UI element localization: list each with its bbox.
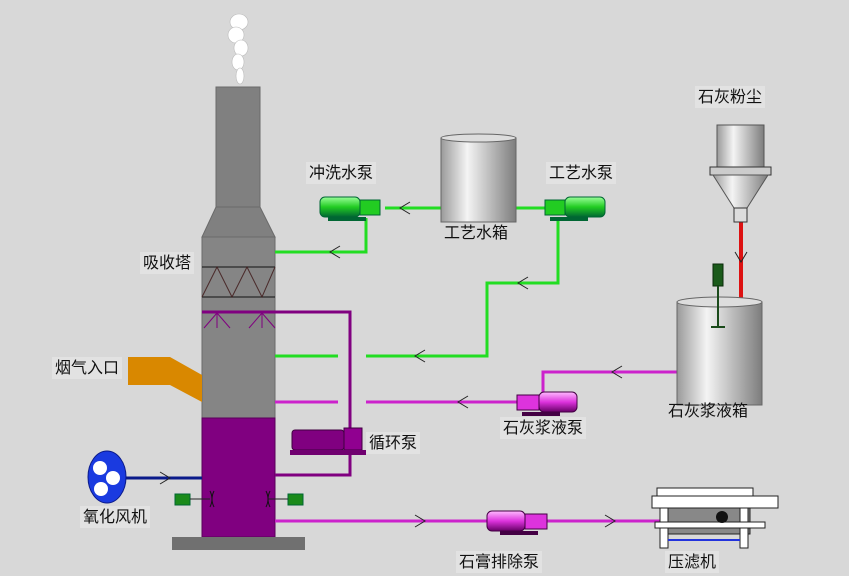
- flow-arrow-air: [159, 471, 171, 485]
- flow-arrows-water: [329, 201, 529, 363]
- label-flush-pump: 冲洗水泵: [306, 162, 377, 184]
- lime-slurry-pump[interactable]: [516, 391, 578, 416]
- agitator-lime-tank[interactable]: [711, 263, 725, 328]
- label-filter-press: 压滤机: [665, 551, 720, 573]
- label-lime-tank: 石灰浆液箱: [668, 401, 749, 420]
- side-agitators[interactable]: [174, 490, 304, 508]
- spray-nozzles: [203, 312, 276, 329]
- filter-press[interactable]: [651, 487, 779, 549]
- process-water-pump[interactable]: [544, 196, 606, 221]
- gypsum-discharge-pump[interactable]: [486, 510, 548, 535]
- lime-silo[interactable]: [709, 124, 772, 223]
- lime-slurry-tank[interactable]: [676, 296, 763, 406]
- label-flue-inlet: 烟气入口: [52, 357, 123, 379]
- label-process-tank: 工艺水箱: [444, 223, 509, 242]
- packing-layer: [201, 265, 276, 299]
- label-lime-pump: 石灰浆液泵: [500, 417, 587, 439]
- circulation-pump[interactable]: [290, 427, 366, 455]
- label-process-pump: 工艺水泵: [546, 162, 617, 184]
- circulation-line: [202, 310, 352, 477]
- smoke-plume: [227, 13, 249, 85]
- lime-slurry-lines: [275, 370, 682, 523]
- flow-arrows-slurry: [414, 365, 623, 528]
- label-oxidation-fan: 氧化风机: [80, 506, 151, 528]
- process-water-tank[interactable]: [440, 133, 517, 223]
- absorber-tower[interactable]: [172, 86, 305, 550]
- flow-arrow-dust: [734, 251, 748, 263]
- label-gypsum-pump: 石膏排除泵: [456, 551, 543, 573]
- oxidation-fan[interactable]: [87, 450, 127, 504]
- label-lime-dust: 石灰粉尘: [695, 86, 766, 108]
- flue-gas-inlet-duct: [128, 357, 202, 402]
- flush-water-pump[interactable]: [319, 196, 381, 221]
- label-absorber: 吸收塔: [140, 252, 195, 274]
- label-circulation-pump: 循环泵: [366, 432, 421, 454]
- process-water-lines: [275, 206, 560, 358]
